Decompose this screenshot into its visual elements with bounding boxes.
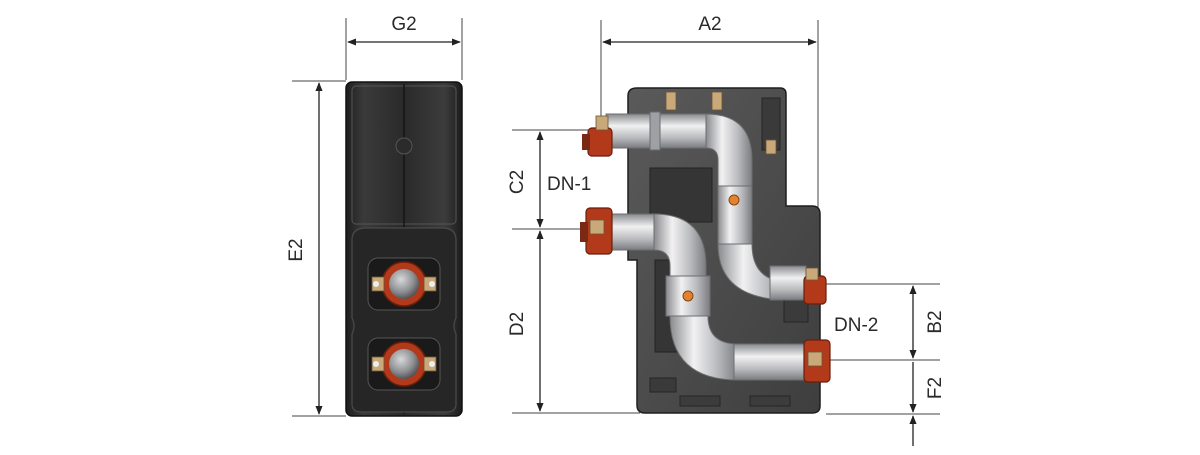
side-view: A2 C2 DN-1 D2 DN-2 B2 F2 [507,14,946,446]
front-view: G2 E2 [286,14,463,417]
fitting-inlet-upper [582,115,613,157]
dim-a2-label: A2 [698,14,721,35]
fitting-outlet-upper [803,267,827,305]
valve-indicator [728,194,740,206]
pipe-upper [605,111,807,301]
screw-hole [395,137,413,155]
front-port-upper [367,257,441,311]
valve-indicator [682,290,694,302]
dim-c2-label: C2 [507,170,528,194]
dim-e2-label: E2 [286,238,307,261]
dn2-label: DN-2 [834,315,878,336]
front-port-lower [367,337,441,391]
dim-f2-label: F2 [925,377,946,399]
dn1-label: DN-1 [547,174,591,195]
fitting-outlet-lower [803,339,831,383]
sensor-stub [665,91,677,111]
dim-b2-label: B2 [925,310,946,333]
dim-d2-label: D2 [507,312,528,336]
fitting-inlet-lower [580,207,613,255]
dim-g2-label: G2 [391,14,416,35]
sensor-stub [711,91,723,111]
